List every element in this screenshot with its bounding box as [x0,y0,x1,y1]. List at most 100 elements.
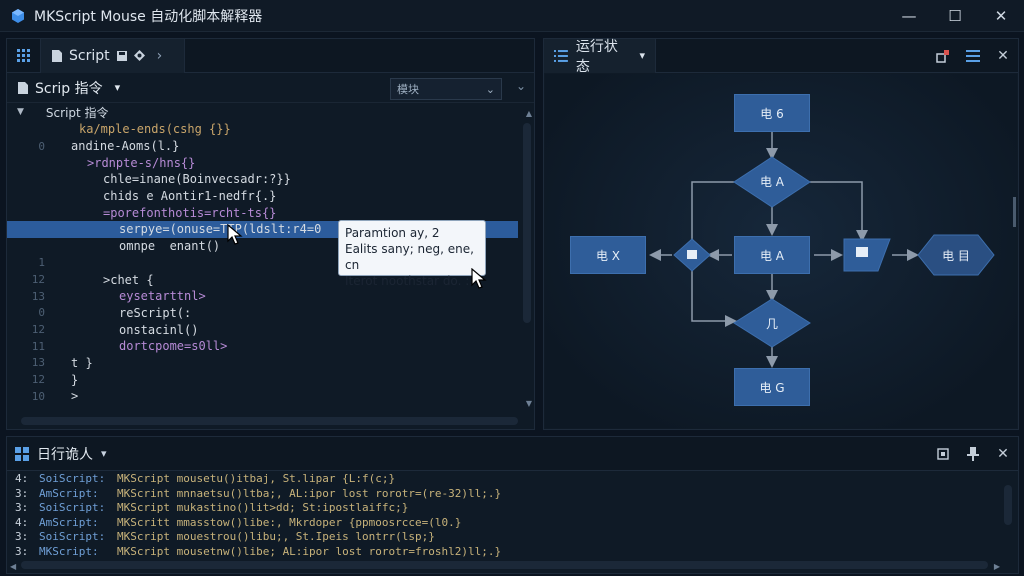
tooltip-line-2: Ealits sany; neg, ene, cn [345,242,474,272]
apps-grid-button[interactable] [7,38,41,73]
code-line[interactable]: 10> [7,388,518,405]
scroll-down-icon[interactable]: ▼ [525,399,532,408]
expand-caret-icon[interactable]: ▼ [17,107,24,117]
editor-vertical-scrollbar[interactable] [523,123,531,323]
log-message: MKScript mousetu()itbaj, St.lipar {L:f(c… [117,472,396,485]
log-line-number: 4: [15,515,29,529]
hamburger-icon [966,50,980,62]
maximize-log-button[interactable] [928,439,958,469]
runtime-vertical-scrollbar[interactable] [1013,197,1016,227]
runtime-tab-label: 运行状态 [575,38,618,75]
code-line[interactable]: omnpe enant() [7,238,518,255]
log-body: 4: SoiScript: MKScript mousetu()itbaj, St.… [7,471,1018,573]
log-horizontal-scrollbar[interactable] [21,561,988,569]
editor-horizontal-scrollbar[interactable] [21,417,518,425]
log-line: 3:SoiScript:MKScript mouestrou()libu;, S… [7,530,1018,545]
scroll-right-icon[interactable]: ▶ [993,562,1000,571]
line-number: 12 [31,323,45,337]
code-text: > [71,389,79,404]
log-source: SoiScript: [39,472,106,485]
log-message: MKScript mouestrou()libu;, St.Ipeis lont… [117,530,435,543]
code-line[interactable]: chle=inane(Boinvecsadr:?}} [7,171,518,188]
tooltip-line-3: Iterot noothstar do. :. [345,274,474,288]
grid-icon [16,48,30,62]
code-line[interactable]: ka/mple-ends(cshg {}} [7,121,518,138]
log-message: MKScritt mmasstow()libe:, Mkrdoper {ppmo… [117,515,462,529]
line-number: 13 [31,356,45,370]
document-icon [18,81,28,94]
log-line-number: 3: [15,486,29,500]
code-line[interactable]: chids e Aontir1-nedfr{.} [7,188,518,205]
tab-runtime-status[interactable]: 运行状态 ▾ [544,38,656,75]
log-title-chevron[interactable]: ▾ [101,447,107,460]
code-line[interactable]: 12 >chet { [7,271,518,288]
subheader-label: Scrip 指令 [35,80,103,97]
decision-node-1[interactable] [733,156,811,208]
end-node[interactable] [917,234,995,276]
code-line[interactable]: >rdnpte-s/hns{} [7,154,518,171]
subheader-chevron[interactable]: ▾ [114,81,121,94]
code-line[interactable]: 12 onstacinl() [7,321,518,338]
log-line-number: 3: [15,544,29,558]
code-text: =porefonthotis=rcht-ts{} [103,205,277,220]
close-window-button[interactable]: ✕ [994,7,1008,25]
layout-button[interactable] [928,41,958,71]
log-header: 日行诡人 ▾ ✕ [7,437,1018,471]
code-text: reScript(: [119,305,192,320]
code-text: dortcpome=s0ll> [119,339,228,354]
log-line-number: 3: [15,530,29,543]
code-line[interactable]: =porefonthotis=rcht-ts{} [7,204,518,221]
tooltip-line-1: Paramtion ay, 2 [345,226,440,240]
line-number: 12 [31,273,45,287]
junction-node-icon [687,250,697,259]
app-logo-icon [12,8,24,23]
close-icon: ✕ [997,48,1009,64]
code-line[interactable]: 12} [7,371,518,388]
code-text: >rdnpte-s/hns{} [87,155,196,170]
flow-node-left[interactable]: 电 X [570,236,646,274]
settings-icon[interactable] [133,50,145,61]
runtime-tab-chevron[interactable]: ▾ [639,49,645,62]
minimize-button[interactable]: — [901,7,917,25]
pointer-cursor-icon [471,268,487,289]
flow-node-center[interactable]: 电 A [734,236,810,274]
maximize-button[interactable]: ☐ [948,7,962,25]
parameter-tooltip: Paramtion ay, 2 Ealits sany; neg, ene, c… [338,220,486,288]
code-line[interactable]: 1 [7,255,518,272]
tab-script-label: Script [69,47,110,64]
layout-icon [936,50,949,63]
log-line-number: 4: [15,472,29,485]
log-line: 3:AmScript:MKScrint mnnaetsu()ltba;, AL:… [7,487,1018,502]
flow-node-top[interactable]: 电 6 [734,94,810,132]
code-text: } [71,372,79,387]
scroll-up-icon[interactable]: ▲ [525,109,532,118]
close-log-button[interactable]: ✕ [988,439,1018,469]
collapse-chevron-icon[interactable]: ⌄ [515,79,526,93]
log-line: 3:SoiScript:MKScript mukastino()lit>dd; … [7,501,1018,516]
line-number: 1 [38,256,45,270]
code-text: ka/mple-ends(cshg {}} [79,122,231,137]
tab-script[interactable]: Script › [41,38,185,73]
tree-root[interactable]: ▼ Script 指令 [7,103,518,121]
close-panel-button[interactable]: ✕ [988,41,1018,71]
log-vertical-scrollbar[interactable] [1004,485,1012,525]
menu-button[interactable] [958,41,988,71]
code-text: onstacinl() [119,322,199,337]
scroll-left-icon[interactable]: ◀ [10,562,17,571]
module-select[interactable]: 模块 ⌄ [390,78,502,100]
module-select-value: 模块 [397,83,419,96]
decision-node-2[interactable] [733,298,811,348]
log-message: MKScript mousetnw()libe; AL:ipor lost ro… [117,544,502,558]
code-text: >chet { [103,272,154,287]
flow-node-bottom[interactable]: 电 G [734,368,810,406]
log-line-number: 3: [15,501,29,514]
tab-close-chevron[interactable]: › [156,47,163,64]
runtime-tabstrip: 运行状态 ▾ ✕ [544,38,1018,75]
pin-log-button[interactable] [958,439,988,469]
